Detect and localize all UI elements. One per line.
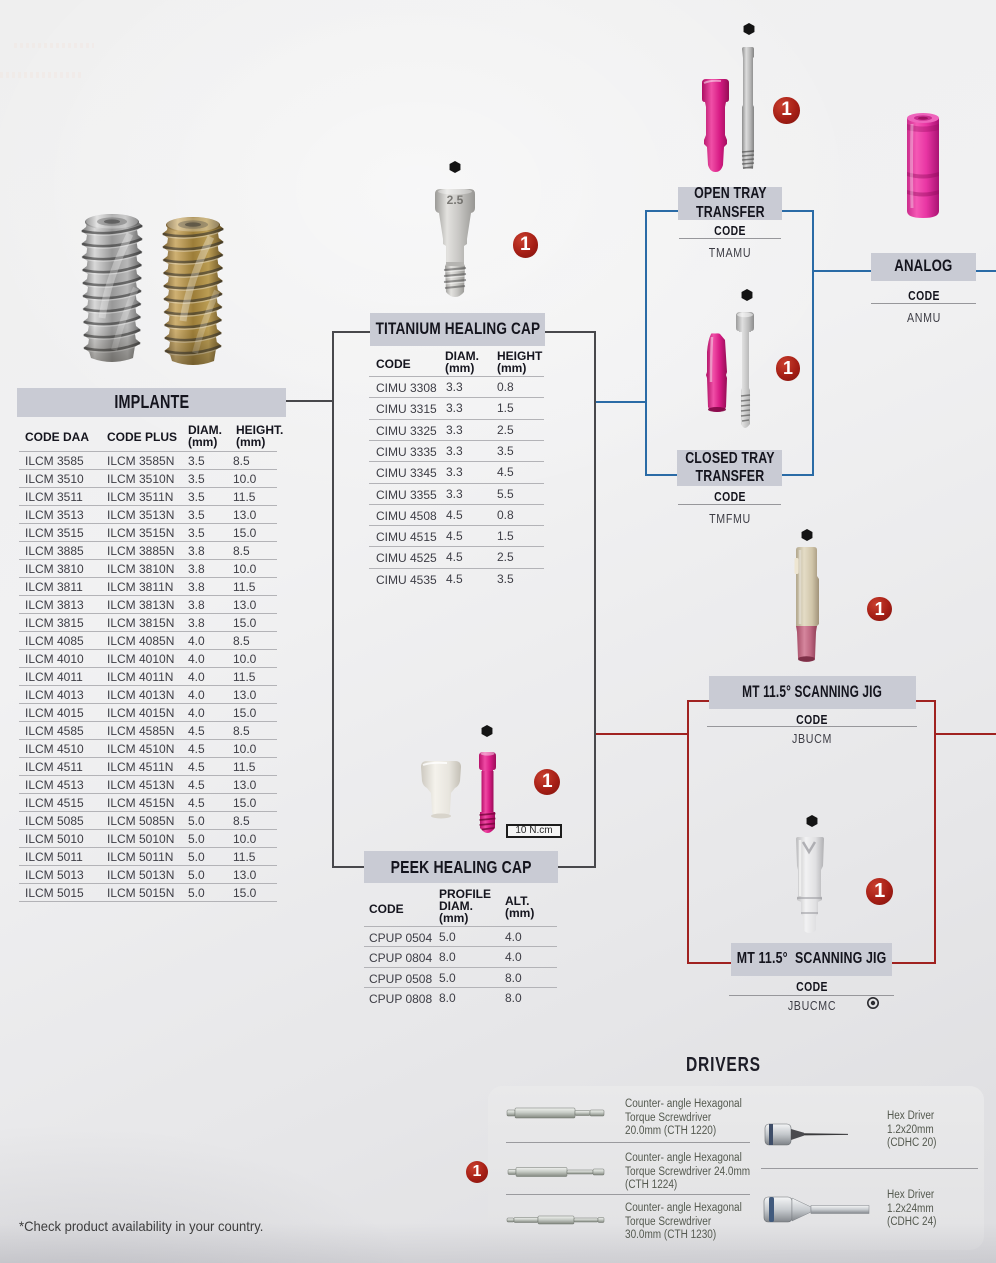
svg-text:2.5: 2.5 xyxy=(447,193,464,207)
